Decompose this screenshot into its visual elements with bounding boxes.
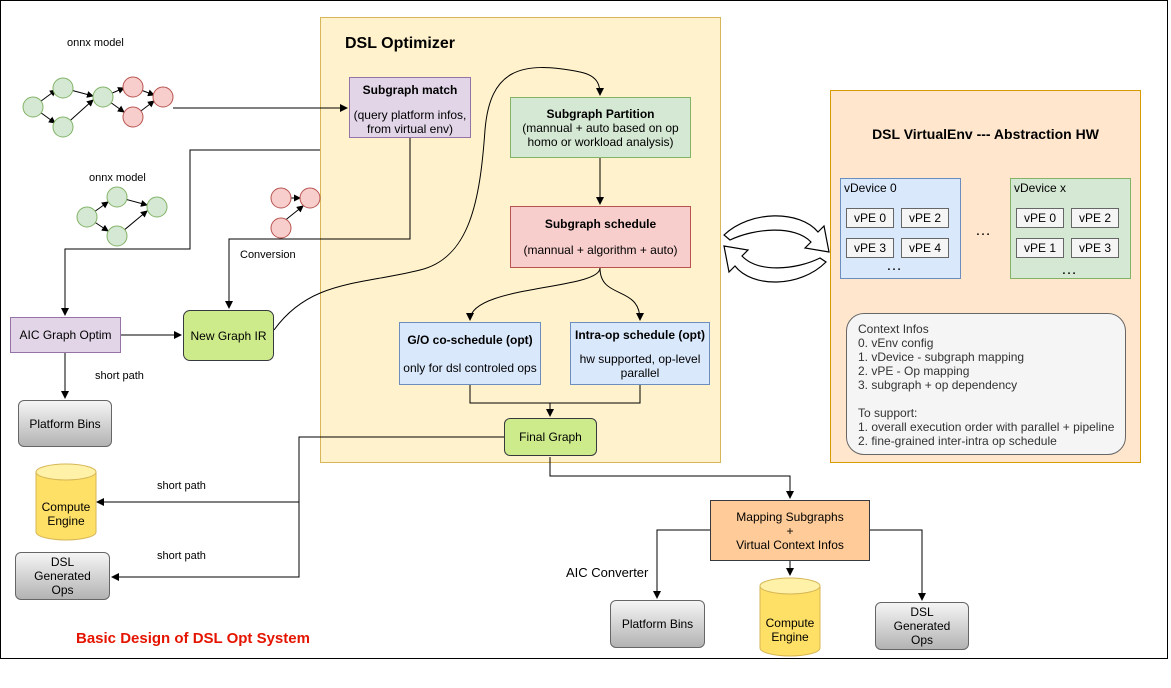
context-infos-line-7: 1. overall execution order with parallel… [858,420,1115,434]
context-infos-line-6: To support: [858,406,918,420]
context-infos-line-2: 1. vDevice - subgraph mapping [858,350,1025,364]
context-infos-line-8: 2. fine-grained inter-intra op schedule [858,434,1057,448]
context-infos-line-0: Context Infos [858,322,929,336]
short-path-label-3: short path [157,550,206,562]
subgraph-schedule-title: Subgraph schedule [544,217,657,231]
context-infos-line-1: 0. vEnv config [858,336,934,350]
exchange-arrows [723,215,830,283]
vdevice-0-pe-2: vPE 2 [901,208,949,228]
subgraph-partition-desc: (mannual + auto based on op homo or work… [522,120,679,149]
subgraph-match-box: Subgraph match (query platform infos, fr… [349,77,471,138]
subgraph-schedule-box: Subgraph schedule (mannual + algorithm +… [510,206,691,268]
onnx-model-label-1: onnx model [67,37,124,49]
dsl-generated-ops-left-label: DSL Generated Ops [34,555,91,597]
subgraph-partition-box: Subgraph Partition (mannual + auto based… [510,97,691,158]
platform-bins-bottom-label: Platform Bins [621,617,694,631]
short-path-label-2: short path [157,480,206,492]
aic-graph-optim-box: AIC Graph Optim [10,317,121,353]
mapping-line-3: Virtual Context Infos [736,537,844,552]
subgraph-match-title: Subgraph match [362,83,458,97]
subgraph-match-desc: (query platform infos, from virtual env) [353,108,467,136]
vdevice-x-pe-4: vPE 3 [1071,238,1119,258]
compute-engine-left-text: Compute Engine [36,496,96,532]
platform-bins-left-box: Platform Bins [18,400,112,447]
vdevice-0-pe-4: vPE 4 [901,238,949,258]
short-path-label-1: short path [95,370,144,382]
compute-engine-bottom-label: Compute Engine [765,616,815,644]
dsl-generated-ops-left-box: DSL Generated Ops [15,552,110,600]
onnx-model-label-2: onnx model [89,172,146,184]
final-graph-label: Final Graph [519,430,582,444]
vdevice-0-pe-3: vPE 3 [846,238,894,258]
vdevice-0-label: vDevice 0 [844,181,897,195]
go-coschedule-title: G/O co-schedule (opt) [407,332,533,347]
vdevice-x-label: vDevice x [1014,181,1067,195]
compute-engine-left-label: Compute Engine [41,500,91,528]
vdevice-0-pe-1: vPE 0 [846,208,894,228]
vdevice-x-pe-2: vPE 2 [1071,208,1119,228]
new-graph-ir-box: New Graph IR [183,310,274,361]
go-coschedule-desc: only for dsl controled ops [403,360,537,375]
intra-op-schedule-box: Intra-op schedule (opt) hw supported, op… [570,322,710,385]
new-graph-ir-label: New Graph IR [190,328,267,343]
dsl-optimizer-title: DSL Optimizer [345,35,455,52]
intra-op-schedule-title: Intra-op schedule (opt) [575,327,705,342]
onnx-graph-1-green-nodes [22,77,114,138]
compute-engine-bottom-shape [759,577,821,657]
context-infos-line-4: 3. subgraph + op dependency [858,378,1018,392]
subgraph-partition-title: Subgraph Partition [546,106,655,121]
aic-converter-label: AIC Converter [566,565,649,580]
virtual-env-title: DSL VirtualEnv --- Abstraction HW [872,126,1099,142]
vdevice-x-box [1010,178,1131,279]
diagram-frame [0,0,1168,659]
platform-bins-left-label: Platform Bins [29,416,101,431]
context-infos-line-3: 2. vPE - Op mapping [858,364,970,378]
vdevice-x-pe-1: vPE 0 [1016,208,1064,228]
vdevice-0-box [840,178,961,279]
compute-engine-left-shape [35,463,97,541]
context-infos-line-5 [858,392,1125,406]
intra-op-schedule-desc: hw supported, op-level parallel [579,351,701,380]
mapping-box: Mapping Subgraphs + Virtual Context Info… [710,500,870,561]
final-graph-box: Final Graph [504,418,597,456]
dsl-generated-ops-bottom-label: DSL Generated Ops [893,605,951,647]
compute-engine-bottom-text: Compute Engine [760,612,820,648]
onnx-graph-1-red-nodes [122,76,174,128]
platform-bins-bottom-box: Platform Bins [610,600,705,648]
mapping-line-2: + [786,523,794,538]
vdevice-between-dots: … [975,222,991,239]
vdevice-0-more: … [886,257,902,274]
aic-graph-optim-label: AIC Graph Optim [19,328,112,342]
dsl-generated-ops-bottom-box: DSL Generated Ops [875,602,969,650]
go-coschedule-box: G/O co-schedule (opt) only for dsl contr… [399,322,541,385]
conversion-label: Conversion [240,249,296,261]
diagram-title: Basic Design of DSL Opt System [76,630,310,647]
vdevice-x-pe-3: vPE 1 [1016,238,1064,258]
mapping-line-1: Mapping Subgraphs [736,509,844,524]
vdevice-x-more: … [1061,261,1077,278]
context-infos-box: Context Infos 0. vEnv config 1. vDevice … [846,313,1126,455]
subgraph-schedule-desc: (mannual + algorithm + auto) [523,243,678,257]
